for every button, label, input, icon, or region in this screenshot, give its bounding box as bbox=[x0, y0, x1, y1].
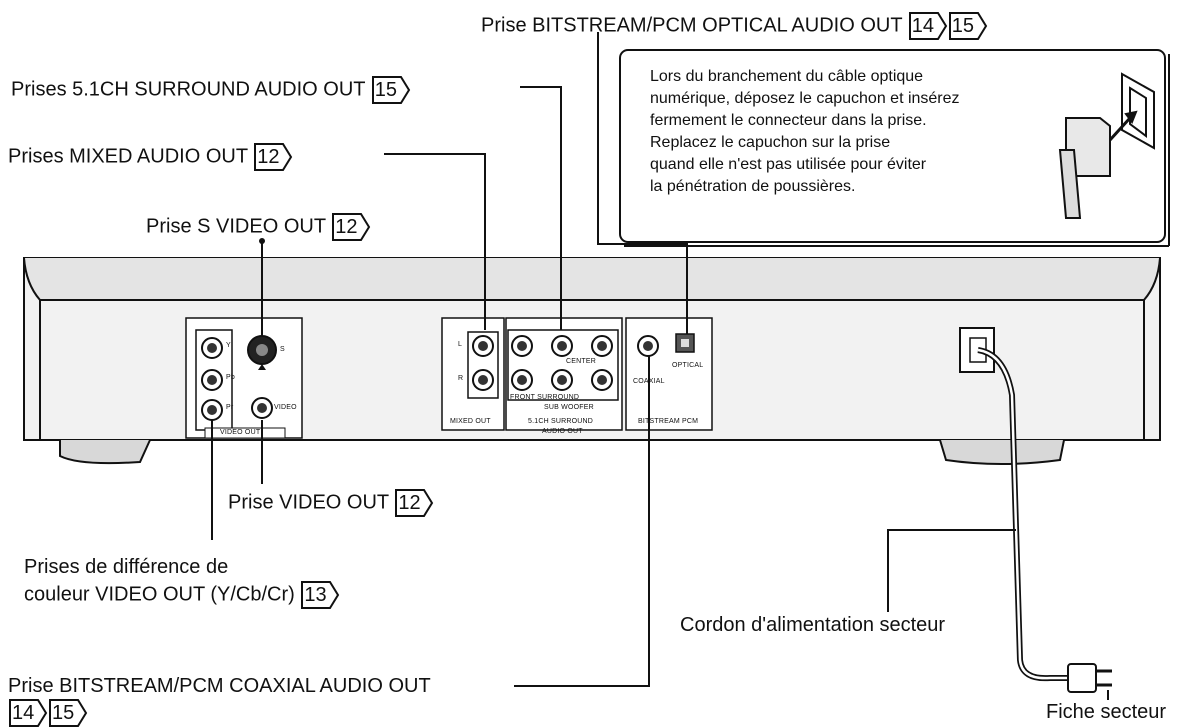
component-callout: Prises de différence de couleur VIDEO OU… bbox=[24, 554, 340, 610]
component-jack-pb[interactable] bbox=[201, 369, 223, 391]
video-jack[interactable] bbox=[251, 397, 273, 419]
label-bitstream-pcm: BITSTREAM PCM bbox=[638, 418, 699, 425]
leader-lines bbox=[211, 32, 1109, 700]
label-optical: OPTICAL bbox=[672, 362, 704, 369]
svideo-callout-label: Prise S VIDEO OUT bbox=[146, 215, 326, 238]
component-callout-line1: Prises de différence de bbox=[24, 556, 229, 578]
power-cord-callout: Cordon d'alimentation secteur bbox=[680, 614, 946, 636]
video-callout: Prise VIDEO OUT 12 bbox=[228, 488, 434, 518]
power-plug-icon bbox=[1067, 663, 1112, 693]
label-surround-51: 5.1CH SURROUND bbox=[528, 418, 594, 425]
page-ref-badge: 13 bbox=[300, 580, 340, 610]
mixed-callout: Prises MIXED AUDIO OUT 12 bbox=[8, 142, 293, 172]
mixed-audio-panel bbox=[441, 317, 505, 431]
surround-jack-r[interactable] bbox=[551, 369, 573, 391]
front-jack-r[interactable] bbox=[511, 369, 533, 391]
page-ref-badge: 15 bbox=[371, 75, 411, 105]
coaxial-callout: Prise BITSTREAM/PCM COAXIAL AUDIO OUT 14… bbox=[8, 674, 431, 728]
note-line: Replacez le capuchon sur la prise bbox=[650, 134, 891, 151]
bitstream-panel bbox=[625, 317, 713, 431]
page-ref-badge: 14 bbox=[8, 698, 48, 728]
label-pr: Pr bbox=[226, 404, 234, 411]
label-coaxial: COAXIAL bbox=[633, 378, 665, 385]
mixed-callout-label: Prises MIXED AUDIO OUT bbox=[8, 145, 248, 168]
label-sub-woofer: SUB WOOFER bbox=[544, 404, 594, 411]
svideo-callout: Prise S VIDEO OUT 12 bbox=[146, 212, 371, 242]
page-ref-badge: 12 bbox=[331, 212, 371, 242]
label-l: L bbox=[458, 341, 463, 348]
coaxial-callout-label: Prise BITSTREAM/PCM COAXIAL AUDIO OUT bbox=[8, 675, 431, 697]
ac-inlet bbox=[959, 327, 995, 373]
video-callout-label: Prise VIDEO OUT bbox=[228, 491, 389, 514]
component-jack-pr[interactable] bbox=[201, 399, 223, 421]
plug-callout: Fiche secteur bbox=[1046, 701, 1167, 723]
optical-callout-label: Prise BITSTREAM/PCM OPTICAL AUDIO OUT bbox=[481, 14, 903, 37]
surround-callout: Prises 5.1CH SURROUND AUDIO OUT 15 bbox=[11, 75, 411, 105]
page-ref-badge: 14 bbox=[908, 11, 948, 41]
label-y: Y bbox=[226, 342, 231, 349]
component-callout-line2: couleur VIDEO OUT (Y/Cb/Cr) bbox=[24, 583, 295, 606]
front-jack-l[interactable] bbox=[511, 335, 533, 357]
coaxial-jack[interactable] bbox=[637, 335, 659, 357]
mixed-jack-l[interactable] bbox=[472, 335, 494, 357]
label-front-surround: FRONT SURROUND bbox=[510, 394, 580, 401]
note-line: la pénétration de poussières. bbox=[650, 178, 856, 195]
label-mixed-out: MIXED OUT bbox=[450, 418, 491, 425]
label-r: R bbox=[458, 375, 464, 382]
label-center: CENTER bbox=[566, 358, 596, 365]
optical-note-box bbox=[619, 49, 1166, 243]
label-pb: Pb bbox=[226, 374, 235, 381]
surround-jack-l[interactable] bbox=[551, 335, 573, 357]
component-jack-y[interactable] bbox=[201, 337, 223, 359]
page-ref-badge: 12 bbox=[253, 142, 293, 172]
note-line: fermement le connecteur dans la prise. bbox=[650, 112, 927, 129]
note-line: numérique, déposez le capuchon et insére… bbox=[650, 90, 960, 107]
note-line: quand elle n'est pas utilisée pour évite… bbox=[650, 156, 927, 173]
subwoofer-jack[interactable] bbox=[591, 369, 613, 391]
label-s: S bbox=[280, 346, 285, 353]
label-audio-out: AUDIO OUT bbox=[542, 428, 583, 435]
surround-callout-label: Prises 5.1CH SURROUND AUDIO OUT bbox=[11, 78, 366, 101]
page-ref-badge: 15 bbox=[948, 11, 988, 41]
optical-connector-icon bbox=[1058, 72, 1155, 219]
mixed-jack-r[interactable] bbox=[472, 369, 494, 391]
label-video-out: VIDEO OUT bbox=[220, 429, 261, 436]
label-video: VIDEO bbox=[274, 404, 297, 411]
page-ref-badge: 15 bbox=[48, 698, 88, 728]
optical-jack[interactable] bbox=[675, 333, 695, 353]
center-jack[interactable] bbox=[591, 335, 613, 357]
optical-note: Lors du branchement du câble optique num… bbox=[650, 66, 1050, 198]
page-ref-badge: 12 bbox=[394, 488, 434, 518]
optical-callout: Prise BITSTREAM/PCM OPTICAL AUDIO OUT 14… bbox=[481, 11, 988, 41]
note-line: Lors du branchement du câble optique bbox=[650, 68, 924, 85]
